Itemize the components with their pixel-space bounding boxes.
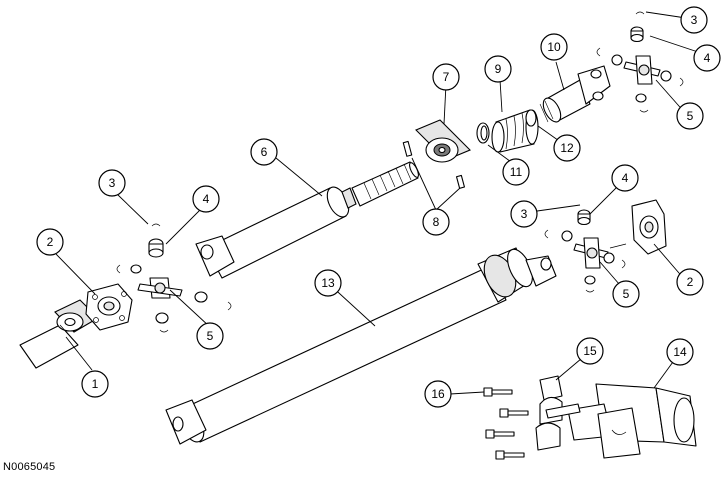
part-13-rear-driveshaft xyxy=(165,247,557,445)
svg-text:5: 5 xyxy=(207,329,214,343)
svg-text:2: 2 xyxy=(687,275,694,289)
part-12-clamp xyxy=(525,109,537,127)
svg-text:5: 5 xyxy=(623,287,630,301)
callout-3-left: 3 xyxy=(98,169,126,197)
callout-2-left: 2 xyxy=(36,228,64,256)
callout-5-mid-right: 5 xyxy=(612,280,640,308)
callout-13: 13 xyxy=(314,269,342,297)
svg-text:15: 15 xyxy=(583,344,597,358)
callout-11: 11 xyxy=(502,158,530,186)
callout-3-mid-right: 3 xyxy=(510,200,538,228)
svg-text:5: 5 xyxy=(687,109,694,123)
part-7-center-bearing xyxy=(415,119,471,163)
svg-text:13: 13 xyxy=(321,276,335,290)
svg-text:11: 11 xyxy=(510,165,523,179)
u-joint-left xyxy=(116,223,232,333)
part-8-bolts xyxy=(402,140,466,189)
svg-text:14: 14 xyxy=(673,345,687,359)
callout-4-top-right: 4 xyxy=(693,44,721,72)
svg-text:9: 9 xyxy=(495,62,502,76)
callout-4-left: 4 xyxy=(192,185,220,213)
callout-7: 7 xyxy=(432,63,460,91)
part-15-straps xyxy=(535,375,581,451)
callout-12: 12 xyxy=(553,134,581,162)
callout-4-mid-right: 4 xyxy=(611,164,639,192)
svg-text:3: 3 xyxy=(109,176,116,190)
svg-text:7: 7 xyxy=(443,70,450,84)
svg-text:6: 6 xyxy=(261,145,268,159)
part-10-slip-yoke xyxy=(539,65,611,123)
part-11-seal xyxy=(476,122,490,144)
svg-text:3: 3 xyxy=(521,207,528,221)
callout-9: 9 xyxy=(484,55,512,83)
svg-text:10: 10 xyxy=(547,40,561,54)
part-6-front-driveshaft xyxy=(195,161,419,279)
callout-6: 6 xyxy=(250,138,278,166)
svg-text:12: 12 xyxy=(560,141,574,155)
callout-1: 1 xyxy=(81,370,109,398)
part-1-slip-yoke xyxy=(19,299,99,369)
callout-8: 8 xyxy=(422,208,450,236)
svg-text:16: 16 xyxy=(431,387,445,401)
u-joint-mid-right xyxy=(544,209,626,293)
svg-text:4: 4 xyxy=(622,171,629,185)
callout-3-top-right: 3 xyxy=(680,6,708,34)
part-14-axle-flange xyxy=(567,383,697,459)
callout-14: 14 xyxy=(666,338,694,366)
callout-5-top-right: 5 xyxy=(676,102,704,130)
part-2-flange-right xyxy=(631,199,667,255)
part-16-bolts xyxy=(483,387,529,460)
figure-id-label: N0065045 xyxy=(3,461,56,473)
callout-10: 10 xyxy=(540,33,568,61)
callout-5-left: 5 xyxy=(196,322,224,350)
svg-text:4: 4 xyxy=(704,51,711,65)
callout-15: 15 xyxy=(576,337,604,365)
u-joint-top-right xyxy=(596,11,684,113)
callout-16: 16 xyxy=(424,380,452,408)
svg-text:2: 2 xyxy=(47,235,54,249)
svg-text:8: 8 xyxy=(433,215,440,229)
part-9-boot xyxy=(491,109,539,153)
callout-2-right: 2 xyxy=(676,268,704,296)
svg-text:4: 4 xyxy=(203,192,210,206)
svg-text:3: 3 xyxy=(691,13,698,27)
svg-text:1: 1 xyxy=(92,377,99,391)
part-2-flange-left xyxy=(85,283,133,331)
